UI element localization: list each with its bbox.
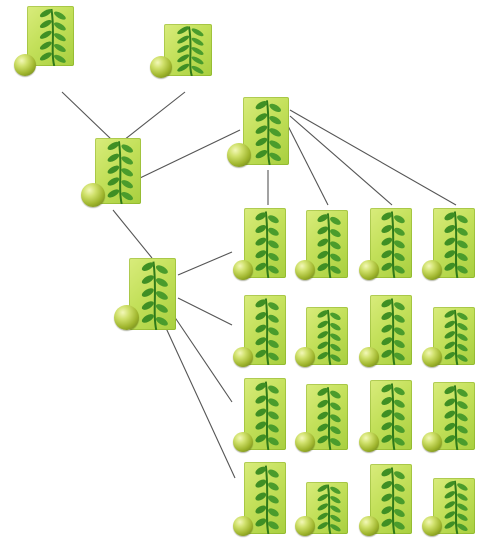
pea-plant-icon — [433, 208, 475, 278]
pea-plant-icon — [164, 24, 212, 76]
pea-seed-icon — [233, 260, 253, 280]
pea-seed-icon — [233, 432, 253, 452]
pea-seed-icon — [227, 143, 251, 167]
link-f1-self — [139, 129, 241, 179]
pea-seed-icon — [233, 516, 253, 536]
pea-seed-icon — [81, 183, 105, 207]
link-p1-f1 — [61, 91, 113, 141]
pea-seed-icon — [233, 347, 253, 367]
link-f2-row1 — [177, 251, 233, 276]
link-self-c — [289, 115, 393, 206]
pea-seed-icon — [422, 347, 442, 367]
pea-seed-icon — [359, 260, 379, 280]
pea-seed-icon — [359, 516, 379, 536]
pea-seed-icon — [295, 347, 315, 367]
pea-seed-icon — [359, 432, 379, 452]
link-f2-row2 — [177, 297, 233, 326]
pea-seed-icon — [295, 516, 315, 536]
pea-plant-icon — [433, 382, 475, 450]
pea-seed-icon — [422, 432, 442, 452]
pea-plant-icon — [95, 138, 141, 204]
link-f2-row3 — [173, 315, 233, 403]
pea-seed-icon — [422, 516, 442, 536]
link-f1-f2 — [112, 209, 153, 259]
pea-seed-icon — [150, 56, 172, 78]
link-p2-f1 — [123, 91, 186, 141]
pea-plant-icon — [306, 307, 348, 365]
pea-plant-icon — [433, 478, 475, 534]
pea-seed-icon — [114, 305, 139, 330]
pea-plant-icon — [306, 384, 348, 450]
pea-seed-icon — [295, 432, 315, 452]
pea-plant-icon — [370, 380, 412, 450]
link-f2-row4 — [165, 327, 236, 479]
pea-seed-icon — [359, 347, 379, 367]
link-self-d — [289, 109, 457, 206]
pea-seed-icon — [422, 260, 442, 280]
pea-seed-icon — [295, 260, 315, 280]
link-self-b — [284, 119, 329, 206]
pea-seed-icon — [14, 54, 36, 76]
pea-plant-icon — [370, 208, 412, 278]
pea-plant-icon — [306, 482, 348, 534]
pea-plant-icon — [27, 6, 74, 66]
